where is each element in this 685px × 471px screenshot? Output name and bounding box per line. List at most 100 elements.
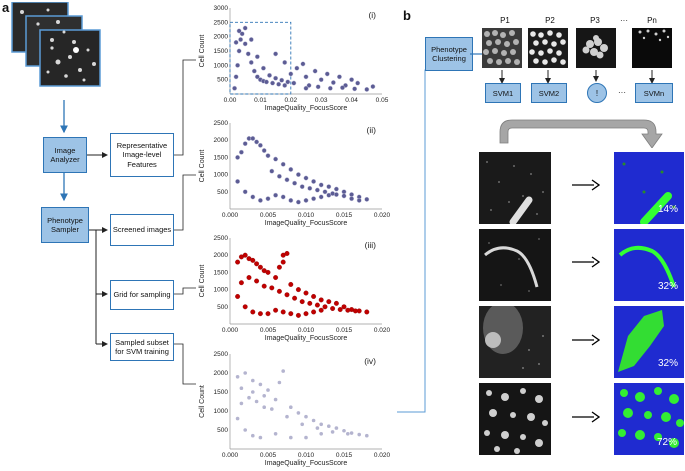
data-point — [264, 79, 269, 85]
x-tick-label: 0.000 — [222, 452, 239, 459]
data-point — [288, 71, 294, 77]
warning-bubble: ! — [587, 83, 607, 103]
data-point — [295, 287, 301, 293]
cluster-label-p2: P2 — [545, 16, 555, 25]
data-point — [330, 430, 335, 434]
panel-b-letter: b — [403, 8, 411, 23]
y-axis-label: Cell Count — [199, 385, 206, 418]
data-point — [330, 191, 336, 196]
data-point — [319, 432, 323, 436]
data-point — [250, 136, 256, 141]
data-point — [364, 86, 370, 92]
data-point — [341, 189, 347, 195]
y-tick-label: 2500 — [214, 235, 229, 242]
data-point — [311, 418, 316, 423]
y-tick-label: 2000 — [214, 252, 229, 259]
y-tick-label: 500 — [217, 189, 228, 196]
row2-output-image — [614, 229, 684, 301]
data-point — [243, 428, 247, 432]
x-tick-label: 0.005 — [260, 212, 277, 219]
data-point — [284, 292, 290, 298]
data-point — [292, 295, 298, 301]
data-point — [254, 54, 260, 60]
x-tick-label: 0.000 — [222, 212, 239, 219]
data-point — [349, 196, 355, 202]
data-point — [342, 428, 346, 433]
row4-input-image — [479, 383, 551, 455]
data-point — [254, 74, 260, 80]
data-point — [246, 275, 252, 281]
row2-percent: 32% — [658, 281, 679, 292]
data-point — [303, 175, 309, 181]
x-tick-label: 0.020 — [374, 212, 391, 219]
data-point — [306, 82, 312, 88]
data-point — [294, 65, 300, 71]
panel-label: (iv) — [364, 356, 376, 366]
data-point — [280, 259, 286, 265]
data-point — [261, 283, 267, 289]
data-point — [299, 184, 305, 190]
x-axis-label: ImageQuality_FocusScore — [265, 105, 348, 112]
data-point — [257, 311, 263, 317]
x-tick-label: 0.020 — [374, 327, 391, 334]
data-point — [299, 299, 305, 305]
data-point — [315, 426, 320, 430]
data-point — [295, 172, 301, 178]
data-point — [235, 259, 241, 265]
image-analyzer-box: Image Analyzer — [43, 137, 87, 173]
data-point — [232, 85, 238, 91]
phenotype-clustering-box: Phenotype Clustering — [425, 37, 473, 71]
data-point — [257, 142, 263, 148]
y-tick-label: 1000 — [214, 172, 229, 179]
x-tick-label: 0.000 — [222, 327, 239, 334]
data-point — [273, 397, 278, 402]
panel-a-letter: a — [2, 0, 10, 15]
svmn-box: SVMn — [635, 83, 673, 103]
data-point — [280, 309, 286, 315]
data-point — [239, 386, 244, 390]
x-tick-label: 0.015 — [336, 452, 353, 459]
data-point — [258, 435, 263, 440]
y-tick-label: 2500 — [214, 351, 229, 358]
data-point — [303, 290, 309, 296]
data-point — [322, 304, 328, 310]
data-point — [236, 28, 242, 34]
data-point — [235, 62, 241, 68]
phenotype-sampler-box: Phenotype Sampler — [41, 207, 89, 243]
x-tick-label: 0.03 — [315, 97, 328, 104]
data-point — [273, 51, 279, 57]
selection-box — [229, 21, 292, 95]
data-point — [289, 435, 293, 440]
data-point — [352, 86, 358, 92]
data-point — [265, 269, 271, 275]
data-point — [311, 309, 317, 315]
data-point — [270, 407, 274, 411]
svm2-box: SVM2 — [531, 83, 567, 103]
data-point — [265, 196, 271, 202]
data-point — [312, 68, 318, 74]
data-point — [235, 416, 240, 421]
panel-label: (iii) — [365, 240, 376, 250]
data-point — [300, 61, 306, 67]
y-tick-label: 2000 — [214, 34, 229, 41]
data-point — [311, 196, 317, 202]
cluster-thumbnails — [470, 28, 672, 68]
row1-input-image — [479, 152, 551, 224]
data-point — [242, 189, 248, 195]
data-point — [330, 306, 336, 311]
data-point — [364, 309, 370, 315]
data-point — [273, 156, 279, 162]
data-point — [270, 80, 276, 86]
data-point — [303, 311, 309, 317]
y-tick-label: 2000 — [214, 370, 229, 377]
y-tick-label: 500 — [217, 427, 228, 434]
x-tick-label: 0.005 — [260, 452, 277, 459]
data-point — [370, 84, 376, 89]
data-point — [273, 432, 278, 436]
data-point — [279, 77, 285, 83]
data-point — [273, 75, 279, 81]
